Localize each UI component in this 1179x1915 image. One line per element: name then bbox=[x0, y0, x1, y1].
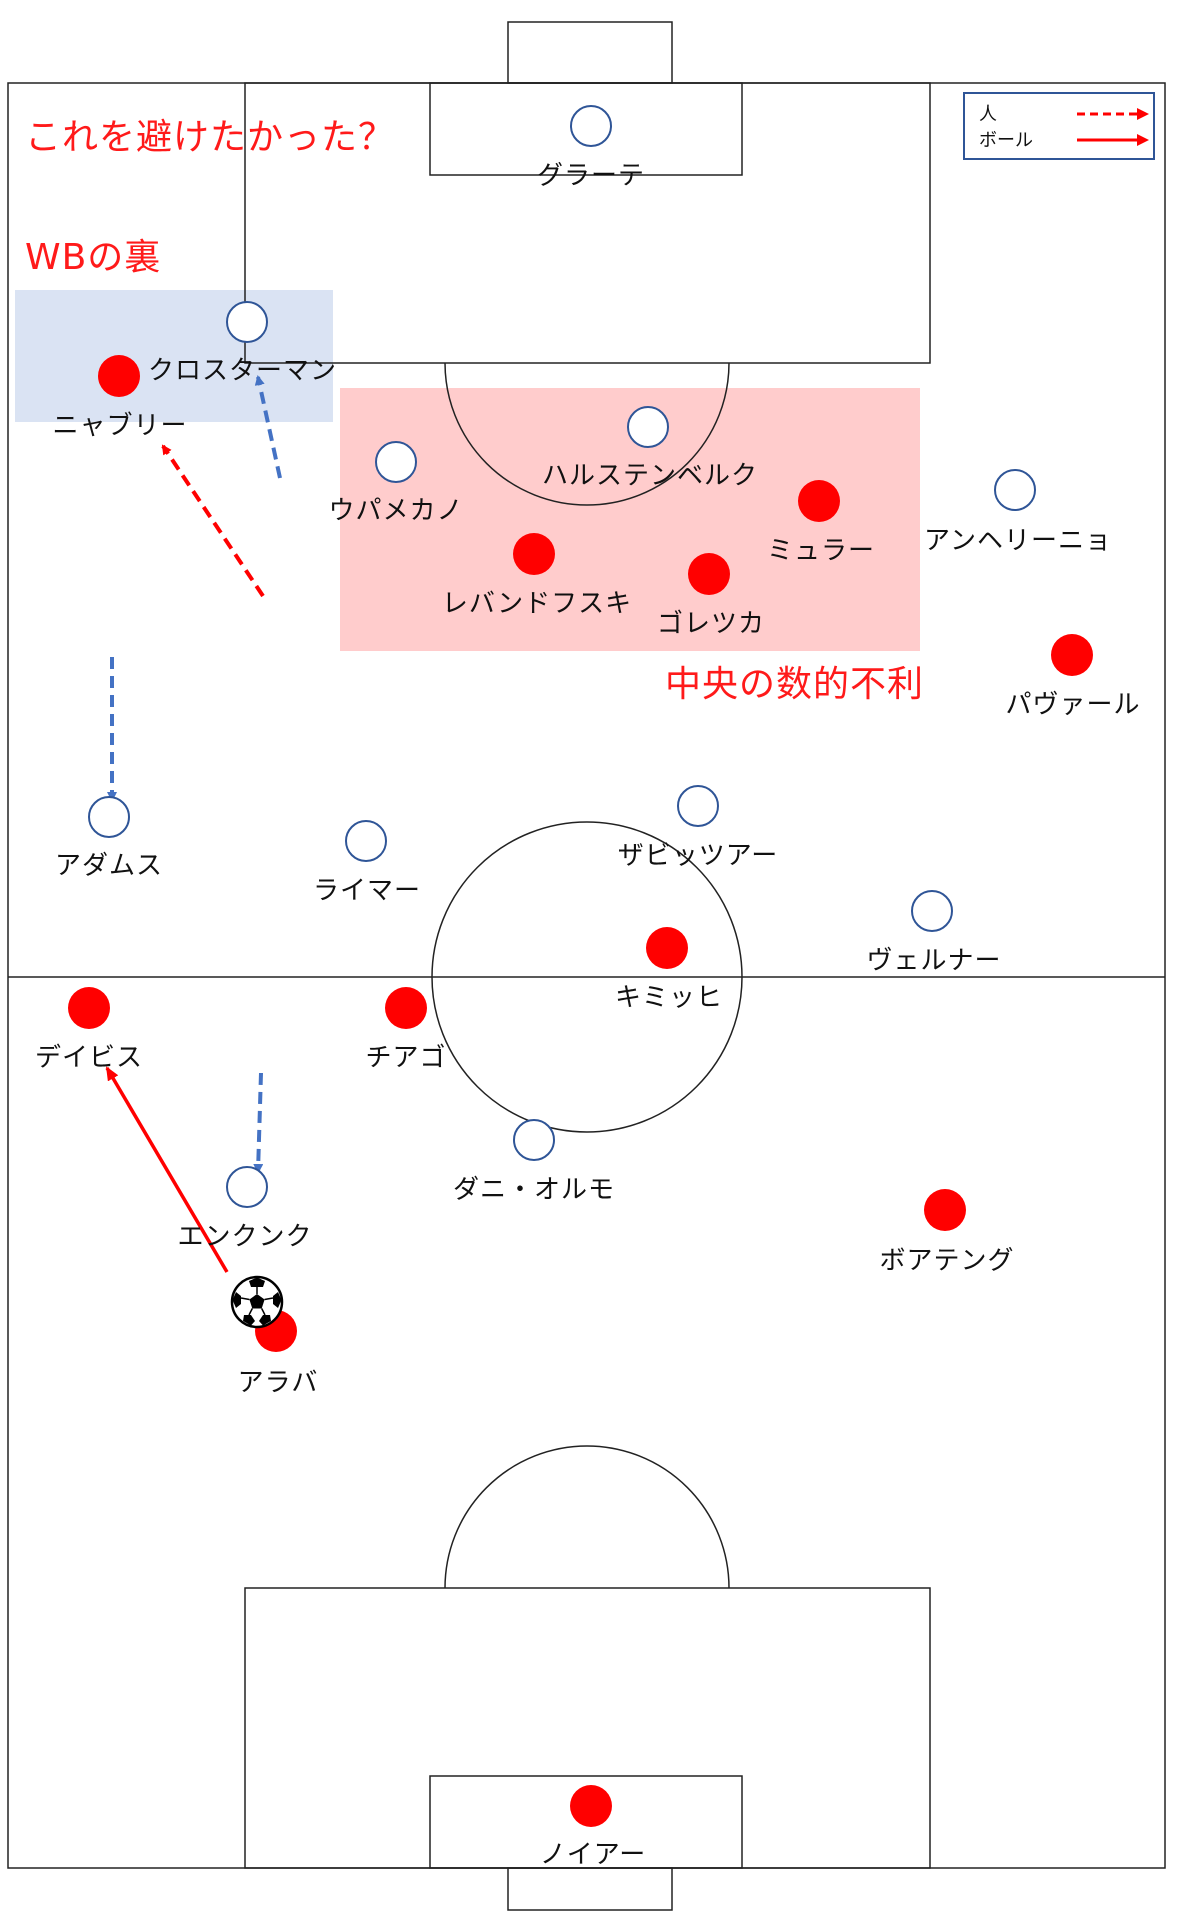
soccer-ball-icon bbox=[230, 1275, 284, 1329]
player-label-klostermann: クロスターマン bbox=[148, 356, 338, 386]
player-marker-upamecano bbox=[375, 441, 417, 483]
player-marker-nkunku bbox=[226, 1166, 268, 1208]
player-label-neuer: ノイアー bbox=[539, 1840, 647, 1870]
player-label-kimmich: キミッヒ bbox=[614, 983, 724, 1013]
top-penalty-arc bbox=[444, 362, 730, 506]
player-marker-pavard bbox=[1051, 634, 1093, 676]
player-label-werner: ヴェルナー bbox=[866, 946, 1002, 976]
player-label-angelino: アンヘリーニョ bbox=[924, 526, 1112, 556]
player-label-alaba: アラバ bbox=[237, 1368, 319, 1398]
legend: 人 ボール bbox=[963, 92, 1155, 160]
player-marker-werner bbox=[911, 890, 953, 932]
player-label-sabitzer: ザビッツアー bbox=[617, 841, 779, 871]
player-marker-klostermann bbox=[226, 301, 268, 343]
player-label-laimer: ライマー bbox=[312, 876, 422, 906]
nkunku-move-arrow bbox=[253, 1072, 264, 1174]
player-marker-muller bbox=[798, 480, 840, 522]
player-label-nyabri: ニャブリー bbox=[52, 411, 188, 441]
wb-back-zone bbox=[15, 290, 333, 422]
wb-back-annotation: WBの裏 bbox=[25, 237, 162, 278]
legend-person-label: 人 bbox=[979, 104, 997, 125]
legend-ball-label: ボール bbox=[979, 130, 1033, 151]
diagram-title: これを避けたかった？ bbox=[25, 117, 396, 158]
player-marker-lewandowski bbox=[513, 533, 555, 575]
player-marker-kimmich bbox=[646, 927, 688, 969]
player-label-muller: ミュラー bbox=[766, 536, 876, 566]
player-label-pavard: パヴァール bbox=[1005, 690, 1141, 720]
player-marker-angelino bbox=[994, 469, 1036, 511]
player-label-nkunku: エンクンク bbox=[177, 1222, 313, 1252]
legend-arrows bbox=[1077, 108, 1149, 146]
player-marker-laimer bbox=[345, 820, 387, 862]
player-marker-neuer bbox=[570, 1785, 612, 1827]
player-label-thiago: チアゴ bbox=[365, 1043, 447, 1073]
player-marker-sabitzer bbox=[677, 785, 719, 827]
player-marker-boateng bbox=[924, 1189, 966, 1231]
player-marker-thiago bbox=[385, 987, 427, 1029]
player-label-lewandowski: レバンドフスキ bbox=[441, 589, 633, 619]
player-label-davies: デイビス bbox=[34, 1043, 144, 1073]
bottom-goal bbox=[507, 1867, 673, 1911]
player-label-upamecano: ウパメカノ bbox=[328, 496, 464, 526]
center-disadvantage-annotation: 中央の数的不利 bbox=[665, 664, 925, 705]
top-goal bbox=[507, 21, 673, 84]
player-label-dani-olmo: ダニ・オルモ bbox=[452, 1175, 616, 1205]
player-label-halstenberg: ハルステンベルク bbox=[541, 461, 759, 491]
player-marker-dani-olmo bbox=[513, 1119, 555, 1161]
klostermann-move-arrow bbox=[254, 375, 282, 479]
player-marker-adams bbox=[88, 796, 130, 838]
alaba-pass-arrow bbox=[105, 1066, 229, 1273]
player-marker-graete bbox=[570, 105, 612, 147]
player-label-boateng: ボアテング bbox=[879, 1246, 1015, 1276]
center-circle bbox=[431, 821, 743, 1133]
player-label-adams: アダムス bbox=[54, 851, 164, 881]
player-marker-halstenberg bbox=[627, 406, 669, 448]
player-marker-goretzka bbox=[688, 553, 730, 595]
player-marker-nyabri bbox=[98, 355, 140, 397]
player-marker-davies bbox=[68, 987, 110, 1029]
nyabri-run-arrow bbox=[161, 444, 265, 598]
player-label-goretzka: ゴレツカ bbox=[656, 609, 766, 639]
bottom-penalty-arc bbox=[444, 1445, 730, 1589]
player-label-graete: グラーテ bbox=[536, 161, 646, 191]
